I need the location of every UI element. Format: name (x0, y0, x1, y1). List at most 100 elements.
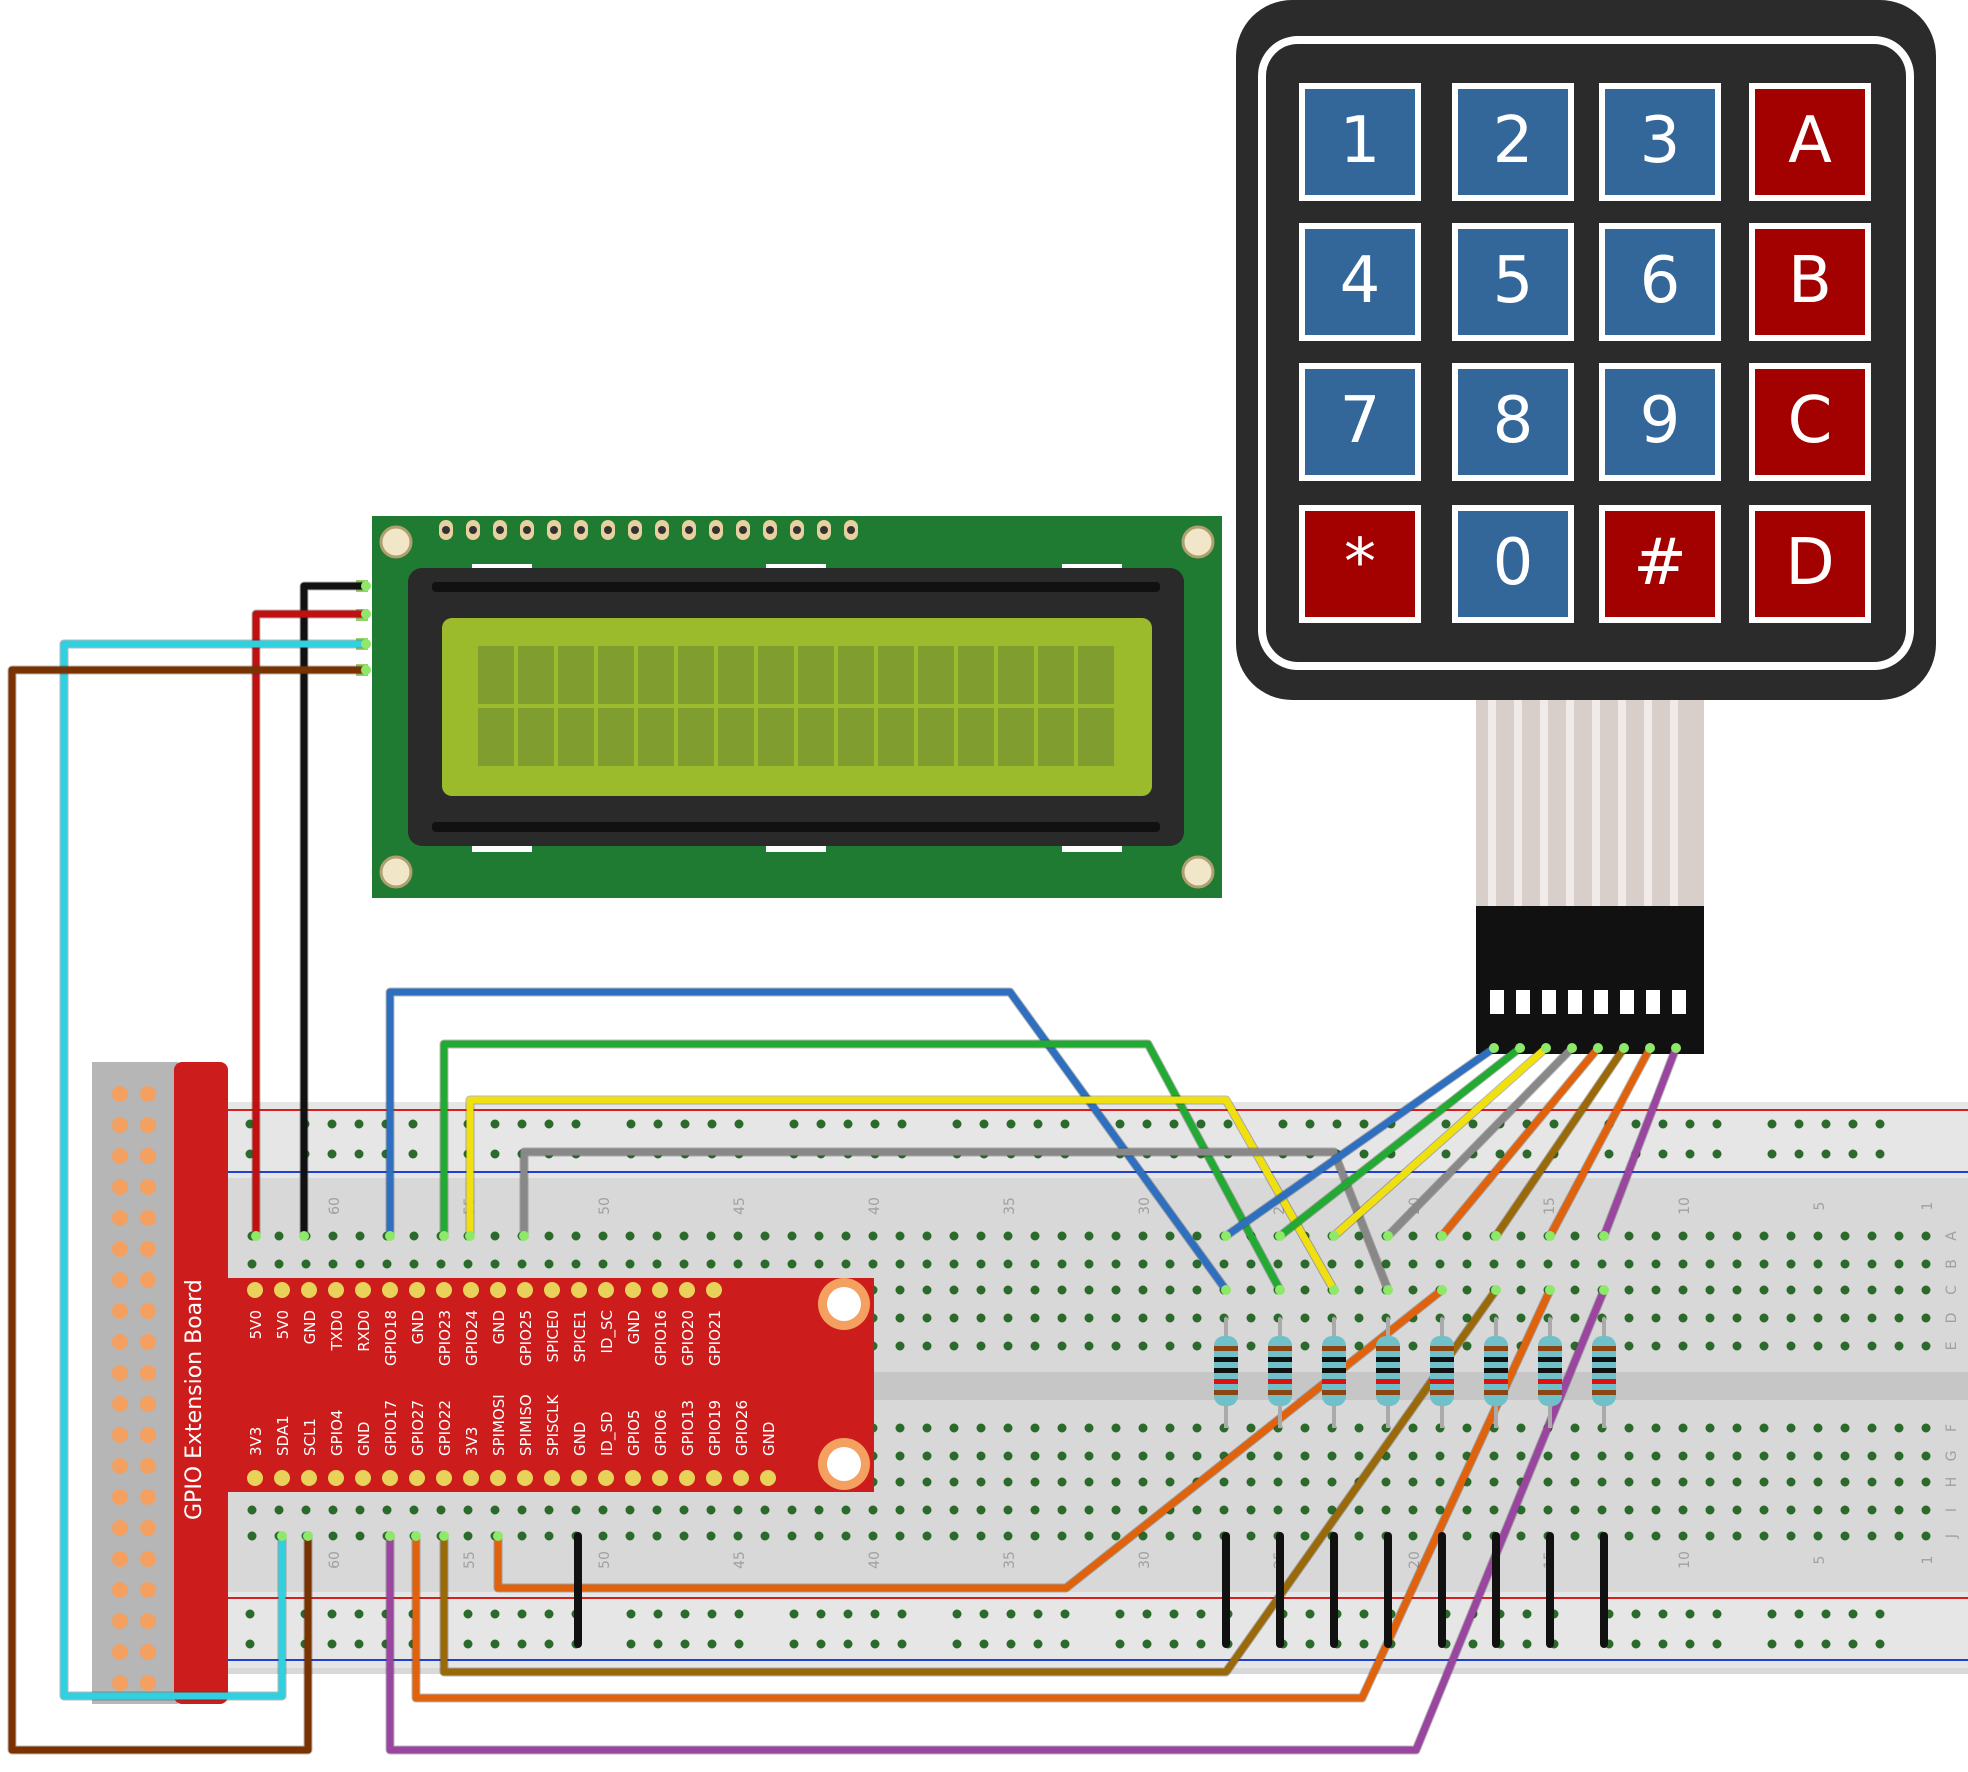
breadboard-hole (1570, 1531, 1580, 1541)
resistor-band (1268, 1346, 1292, 1351)
column-number: 45 (732, 1197, 748, 1215)
column-number: 60 (327, 1551, 343, 1569)
rail-hole (789, 1639, 799, 1649)
keypad-key-label: 3 (1640, 104, 1681, 178)
wire-keypad-1 (1222, 1044, 1498, 1240)
rail-hole (1658, 1639, 1668, 1649)
breadboard-hole (1732, 1423, 1742, 1433)
resistor-band (1538, 1390, 1562, 1395)
lcd-tab (472, 564, 532, 570)
pin-label: GND (355, 1422, 373, 1456)
rail-hole (544, 1119, 554, 1129)
wire-end (465, 1231, 475, 1241)
breadboard-hole (1543, 1477, 1553, 1487)
breadboard-hole (571, 1231, 581, 1241)
breadboard-hole (1597, 1259, 1607, 1269)
keypad-key-7 (1299, 363, 1421, 481)
breadboard-hole (1516, 1313, 1526, 1323)
lcd-pin-hole (442, 526, 450, 534)
breadboard-hole (895, 1477, 905, 1487)
breadboard-hole (1003, 1423, 1013, 1433)
breadboard-hole (868, 1531, 878, 1541)
breadboard-hole (1030, 1451, 1040, 1461)
rail-hole (245, 1609, 255, 1619)
wire-end (439, 1231, 449, 1241)
rail-hole (517, 1639, 527, 1649)
breadboard-hole (1138, 1285, 1148, 1295)
breadboard-hole (1030, 1231, 1040, 1241)
breadboard-hole (1462, 1531, 1472, 1541)
breadboard-hole (1570, 1451, 1580, 1461)
pin-label: GND (490, 1310, 508, 1344)
breadboard-hole (787, 1505, 797, 1515)
breadboard-hole (1894, 1477, 1904, 1487)
breadboard-hole (1732, 1313, 1742, 1323)
column-number: 35 (1002, 1551, 1018, 1569)
header-pin (112, 1489, 128, 1505)
breadboard-hole (1408, 1505, 1418, 1515)
row-letter: D (1944, 1313, 1960, 1324)
breadboard-hole (355, 1231, 365, 1241)
rail-hole (1712, 1149, 1722, 1159)
rail-hole (354, 1609, 364, 1619)
header-pin (140, 1086, 156, 1102)
rail-hole (1305, 1639, 1315, 1649)
breadboard-hole (1003, 1341, 1013, 1351)
resistor-band (1592, 1357, 1616, 1362)
header-pin (140, 1613, 156, 1629)
breadboard-hole (895, 1531, 905, 1541)
breadboard-hole (1246, 1451, 1256, 1461)
breadboard-hole (949, 1231, 959, 1241)
breadboard-hole (949, 1313, 959, 1323)
gpio-pin (571, 1282, 587, 1298)
breadboard-hole (1408, 1451, 1418, 1461)
row-letter: F (1944, 1424, 1960, 1432)
keypad-key-label: 8 (1493, 384, 1534, 458)
breadboard-hole (1030, 1423, 1040, 1433)
keypad-key-label: 2 (1493, 104, 1534, 178)
rail-hole (1006, 1609, 1016, 1619)
keypad-key-label: 6 (1640, 244, 1681, 318)
keypad-key-0 (1452, 505, 1574, 623)
breadboard-hole (247, 1259, 257, 1269)
breadboard-hole (1543, 1505, 1553, 1515)
column-number: 1 (1920, 1202, 1936, 1211)
breadboard-hole (598, 1505, 608, 1515)
rail-hole (952, 1639, 962, 1649)
breadboard-hole (1165, 1313, 1175, 1323)
pin-label: ID_SD (598, 1411, 617, 1456)
rail-hole (707, 1609, 717, 1619)
gpio-pin (247, 1470, 263, 1486)
breadboard-hole (1840, 1285, 1850, 1295)
keypad-key-label: 9 (1640, 384, 1681, 458)
breadboard-hole (625, 1231, 635, 1241)
wire-end (1437, 1285, 1447, 1295)
keypad-key-2 (1452, 83, 1574, 201)
breadboard-hole (1759, 1231, 1769, 1241)
rail-hole (734, 1609, 744, 1619)
breadboard-hole (1921, 1259, 1931, 1269)
lcd-pin-hole (577, 526, 585, 534)
pin-label: ID_SC (598, 1310, 617, 1353)
breadboard-hole (463, 1505, 473, 1515)
breadboard-hole (1435, 1259, 1445, 1269)
header-pin (140, 1148, 156, 1164)
rail-hole (816, 1639, 826, 1649)
header-pin (112, 1179, 128, 1195)
breadboard-hole (922, 1505, 932, 1515)
breadboard-hole (1840, 1477, 1850, 1487)
keypad-key-9 (1599, 363, 1721, 481)
breadboard-hole (1732, 1505, 1742, 1515)
keypad-key-label: C (1788, 384, 1833, 458)
rail-hole (897, 1639, 907, 1649)
gpio-pin (490, 1282, 506, 1298)
lcd-char-cell (478, 646, 514, 704)
lcd-header-pins (439, 520, 858, 540)
rail-hole (1115, 1639, 1125, 1649)
breadboard-hole (1084, 1477, 1094, 1487)
breadboard-hole (1462, 1313, 1472, 1323)
lcd-pin-hole (847, 526, 855, 534)
rail-hole (1821, 1639, 1831, 1649)
breadboard-hole (1570, 1231, 1580, 1241)
rail-hole (544, 1609, 554, 1619)
